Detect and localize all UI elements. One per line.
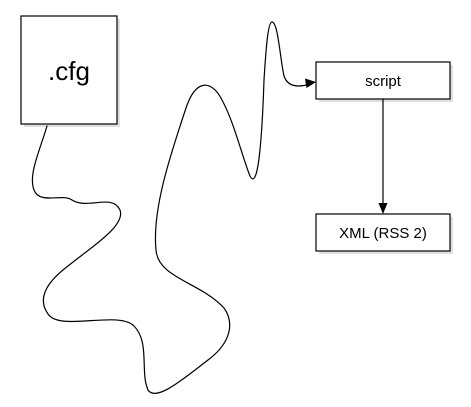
edge-cfg-to-script-arrowhead: [305, 78, 316, 88]
node-xml-label: XML (RSS 2): [339, 225, 427, 242]
node-script-label: script: [365, 73, 402, 90]
node-script: script: [315, 61, 453, 102]
node-xml: XML (RSS 2): [315, 213, 453, 254]
node-cfg-label: .cfg: [48, 56, 90, 86]
edge-cfg-to-script: [31, 21, 311, 394]
edge-script-to-xml-arrowhead: [378, 203, 388, 214]
node-cfg: .cfg: [20, 15, 120, 127]
